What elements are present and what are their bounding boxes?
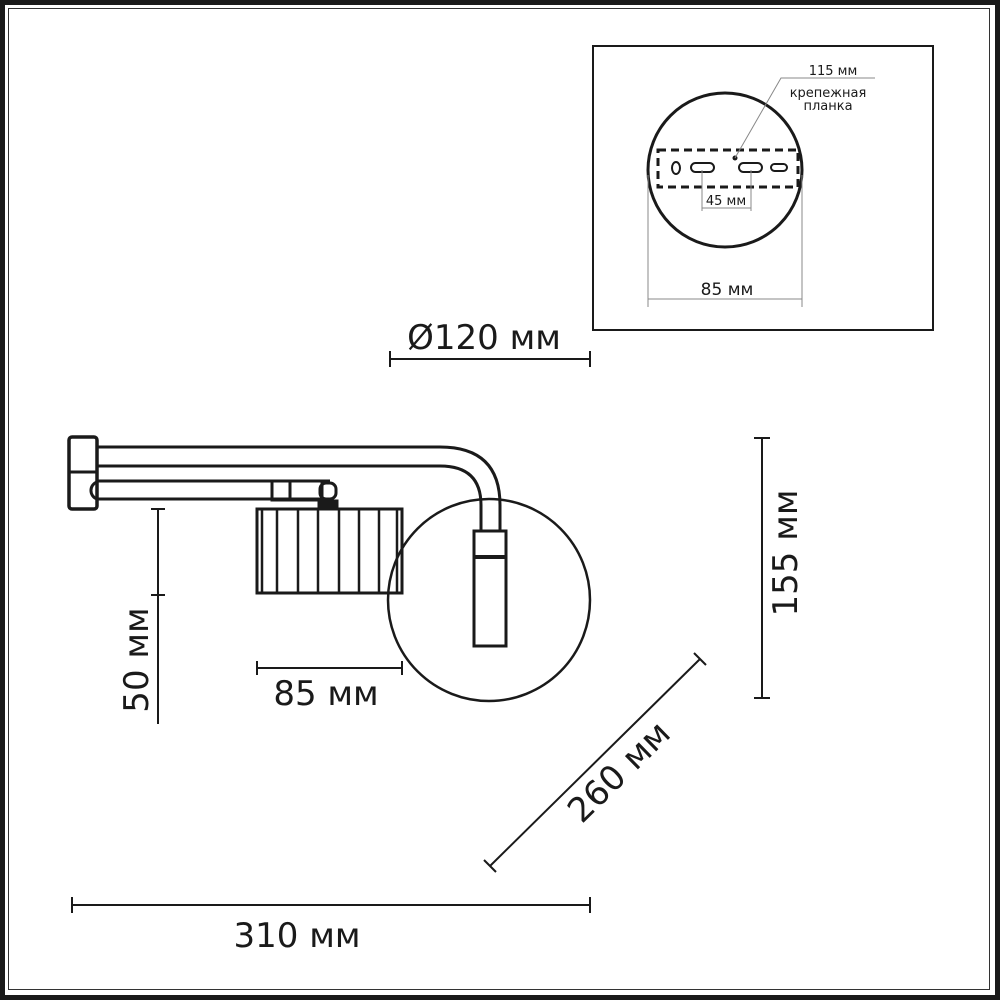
mounting-slot bbox=[770, 163, 788, 172]
length-label: 310 мм bbox=[233, 916, 360, 956]
lamp-drawing bbox=[67, 435, 592, 703]
wall-disc bbox=[386, 497, 592, 703]
lamp-shade bbox=[255, 507, 404, 595]
switch-housing bbox=[472, 529, 508, 648]
height-dimension: 155 мм bbox=[754, 437, 806, 699]
inner-frame bbox=[8, 8, 990, 990]
plate-length-label: 115 мм bbox=[809, 64, 858, 79]
inset-border bbox=[592, 45, 934, 331]
hole-spacing-label: 45 мм bbox=[706, 194, 746, 209]
length-dimension: 310 мм bbox=[71, 897, 591, 956]
shade-connector bbox=[270, 479, 324, 502]
diagonal-dimension: 260 мм bbox=[483, 652, 707, 873]
shade-height-label: 50 мм bbox=[117, 607, 157, 712]
diameter-label: Ø120 мм bbox=[407, 318, 561, 358]
height-label: 155 мм bbox=[766, 489, 806, 616]
mounting-inset: 115 мм крепежная планка 45 мм 85 мм bbox=[592, 45, 934, 331]
shade-width-dimension: 85 мм bbox=[256, 661, 403, 714]
lower-arm-end bbox=[89, 480, 98, 501]
mounting-plate-dashed bbox=[656, 148, 800, 189]
diameter-dimension: Ø120 мм bbox=[389, 318, 591, 367]
plate-label-line1: крепежная bbox=[790, 86, 867, 101]
shade-pivot bbox=[318, 481, 338, 501]
diagonal-label: 260 мм bbox=[560, 713, 679, 831]
arm-tube-outer bbox=[97, 445, 502, 530]
shade-width-label: 85 мм bbox=[273, 674, 378, 714]
base-width-label: 85 мм bbox=[701, 280, 754, 300]
base-circle bbox=[646, 91, 804, 249]
leader-line bbox=[734, 77, 875, 159]
mounting-hole bbox=[671, 161, 681, 175]
arm-tube-inner bbox=[97, 464, 483, 530]
shade-height-dimension: 50 мм bbox=[117, 508, 165, 724]
plate-label-line2: планка bbox=[803, 99, 852, 114]
